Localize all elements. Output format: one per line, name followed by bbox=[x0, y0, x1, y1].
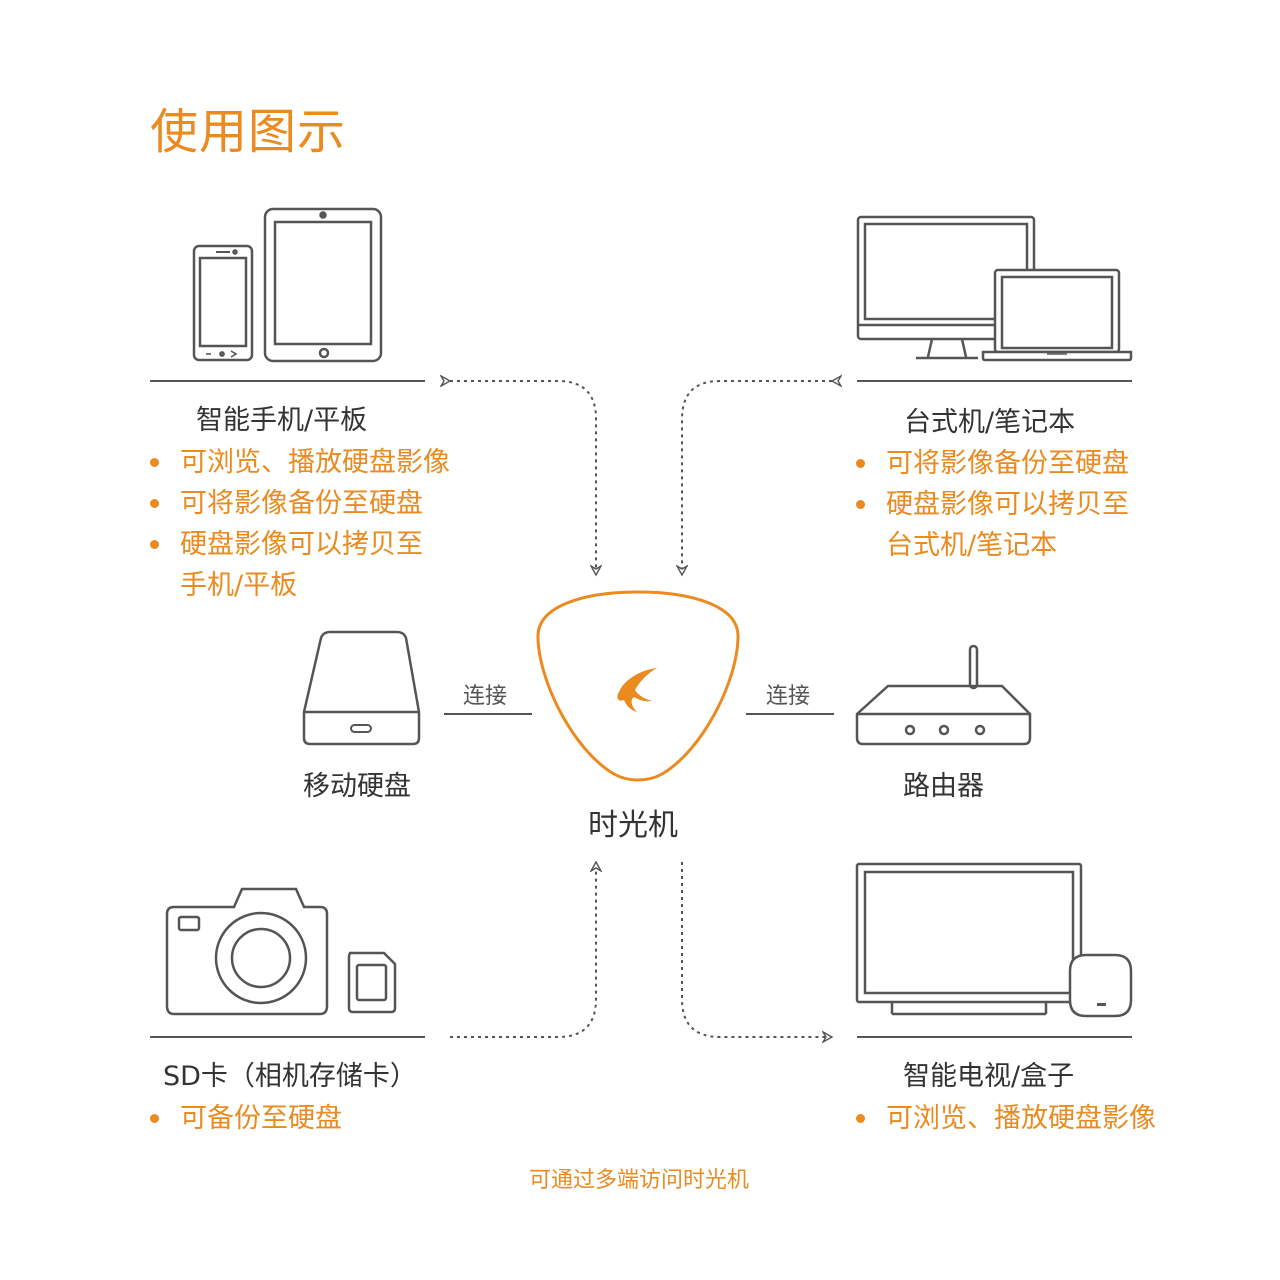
camera-connector bbox=[450, 862, 596, 1038]
hdd-label: 移动硬盘 bbox=[303, 771, 411, 802]
tv-box-icon bbox=[1068, 953, 1133, 1018]
desktop-label: 台式机/笔记本 bbox=[904, 407, 1076, 438]
baseline-lines bbox=[150, 380, 1132, 1038]
tv-feature-list: 可浏览、播放硬盘影像 bbox=[854, 1098, 1156, 1139]
phone-icon bbox=[192, 244, 254, 362]
tv-connector bbox=[681, 862, 832, 1037]
connect-left-label: 连接 bbox=[463, 684, 508, 709]
list-item: 可将影像备份至硬盘 bbox=[854, 443, 1129, 484]
footer-caption: 可通过多端访问时光机 bbox=[529, 1168, 750, 1193]
desktop-connector bbox=[682, 381, 832, 575]
camera-label: SD卡（相机存储卡） bbox=[163, 1061, 417, 1092]
router-label: 路由器 bbox=[903, 771, 984, 802]
desktop-feature-list: 可将影像备份至硬盘 硬盘影像可以拷贝至 台式机/笔记本 bbox=[854, 443, 1129, 566]
list-item: 可浏览、播放硬盘影像 bbox=[148, 442, 450, 483]
list-item: 可备份至硬盘 bbox=[148, 1098, 342, 1139]
page-title: 使用图示 bbox=[150, 104, 347, 160]
list-item: 台式机/笔记本 bbox=[886, 530, 1058, 561]
list-item: 硬盘影像可以拷贝至 bbox=[854, 484, 1129, 525]
tablet-icon bbox=[263, 207, 383, 363]
monitor-icon bbox=[856, 215, 1036, 360]
list-item: 可将影像备份至硬盘 bbox=[148, 483, 450, 524]
mobile-feature-list: 可浏览、播放硬盘影像 可将影像备份至硬盘 硬盘影像可以拷贝至 手机/平板 bbox=[148, 442, 450, 606]
laptop-icon bbox=[981, 268, 1133, 362]
router-icon bbox=[855, 644, 1032, 746]
tv-label: 智能电视/盒子 bbox=[903, 1061, 1075, 1092]
mobile-connector bbox=[450, 381, 596, 575]
tv-icon bbox=[855, 862, 1083, 1016]
list-item: 硬盘影像可以拷贝至 bbox=[148, 524, 450, 565]
list-item: 可浏览、播放硬盘影像 bbox=[854, 1098, 1156, 1139]
hard-drive-icon bbox=[302, 630, 421, 746]
time-machine-logo bbox=[536, 590, 740, 782]
center-label: 时光机 bbox=[588, 808, 678, 843]
connect-right-label: 连接 bbox=[766, 684, 811, 709]
mobile-label: 智能手机/平板 bbox=[196, 405, 368, 436]
sd-card-icon bbox=[347, 951, 397, 1014]
list-item: 手机/平板 bbox=[180, 570, 298, 601]
camera-icon bbox=[165, 887, 329, 1016]
connector-arrows bbox=[450, 381, 832, 1037]
camera-feature-list: 可备份至硬盘 bbox=[148, 1098, 342, 1139]
